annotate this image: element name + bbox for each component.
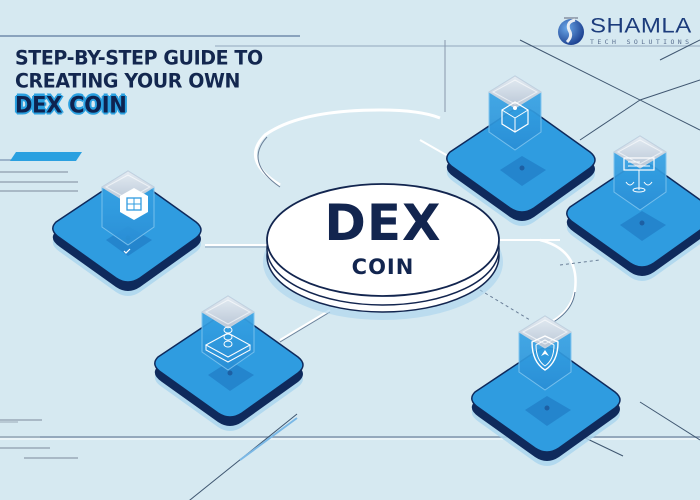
headline-line-2: CREATING YOUR OWN (15, 69, 241, 93)
headline-accent: DEX COIN (15, 92, 127, 118)
shamla-logo: SHAMLA TECH SOLUTIONS (556, 14, 692, 46)
node-bottom-right (471, 315, 621, 467)
node-left (52, 170, 202, 297)
logo-tagline: TECH SOLUTIONS (590, 37, 693, 46)
node-top-center (446, 75, 596, 227)
s-globe-logo-icon (556, 14, 586, 46)
node-top-right (566, 135, 700, 282)
node-bottom-left (154, 295, 304, 432)
coin-subtitle: COIN (351, 255, 415, 279)
headline-line-1: STEP-BY-STEP GUIDE TO (15, 46, 263, 70)
coin-title: DEX (324, 194, 442, 252)
logo-brand: SHAMLA (590, 12, 692, 38)
dex-coin (263, 183, 503, 320)
headline: STEP-BY-STEP GUIDE TO CREATING YOUR OWN … (15, 46, 263, 118)
